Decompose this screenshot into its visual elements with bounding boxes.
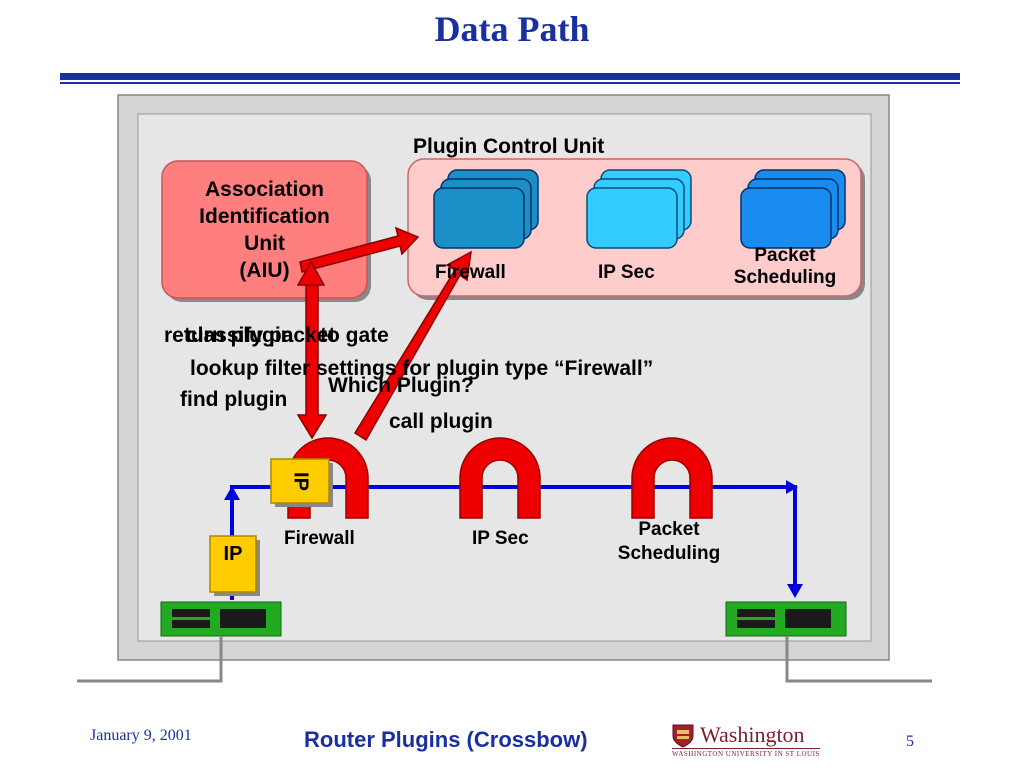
path-right-arrowhead bbox=[786, 480, 798, 494]
plugin-stack-ipsec[interactable] bbox=[586, 169, 692, 249]
packet-ip-label: IP bbox=[223, 543, 243, 565]
aiu-label-line: Identification bbox=[199, 205, 330, 228]
annotation-classify-packet: classify packet bbox=[186, 324, 336, 347]
gate-label-ipsec: IP Sec bbox=[472, 528, 529, 549]
annotation-lookup-filter: lookup filter settings for plugin type “… bbox=[190, 357, 654, 380]
network-interface-in bbox=[160, 601, 282, 637]
external-link-in bbox=[77, 636, 223, 683]
plugin-stack-packet-scheduling[interactable] bbox=[740, 169, 846, 249]
gate-label-firewall: Firewall bbox=[284, 528, 355, 549]
gate-ipsec[interactable] bbox=[459, 437, 541, 519]
packet-ip[interactable] bbox=[209, 535, 257, 593]
arrow-gate-to-plugin bbox=[353, 250, 472, 442]
annotation-to-gate: to gate bbox=[320, 324, 389, 347]
gate-packet-scheduling[interactable] bbox=[631, 437, 713, 519]
plugin-label-ipsec: IP Sec bbox=[598, 262, 655, 283]
arrow-aiu-to-pcu bbox=[299, 226, 420, 273]
slide-title: Data Path bbox=[434, 9, 590, 49]
annotation-return-plugin: return plugin bbox=[164, 324, 294, 347]
annotation-call-plugin: call plugin bbox=[389, 410, 493, 433]
gate-label-packet-scheduling: Packet Scheduling bbox=[617, 519, 721, 564]
title-rule-thin bbox=[60, 82, 960, 84]
arrow-gate-aiu-bidirectional bbox=[296, 260, 328, 440]
page-number: 5 bbox=[906, 733, 914, 750]
plugin-stack-firewall[interactable] bbox=[433, 169, 539, 249]
annotation-which-plugin: Which Plugin? bbox=[328, 374, 474, 397]
plugin-label-packet-scheduling: Packet Scheduling bbox=[733, 245, 837, 288]
packet-on-gate[interactable] bbox=[270, 458, 330, 504]
path-up-arrowhead bbox=[224, 486, 240, 500]
footer-title: Router Plugins (Crossbow) bbox=[304, 727, 588, 752]
university-logo-subtext: WASHINGTON UNIVERSITY IN ST LOUIS bbox=[672, 748, 820, 758]
plugin-label-firewall: Firewall bbox=[435, 262, 506, 283]
university-shield-icon bbox=[672, 724, 694, 748]
annotation-find-plugin: find plugin bbox=[180, 388, 288, 411]
pcu-label: Plugin Control Unit bbox=[413, 135, 605, 158]
aiu-label-line: Unit bbox=[244, 232, 285, 255]
external-link-out bbox=[785, 636, 932, 683]
path-down-arrowhead bbox=[787, 584, 803, 598]
university-logo-text: Washington bbox=[700, 722, 805, 747]
title-rule bbox=[60, 73, 960, 80]
network-interface-out bbox=[725, 601, 847, 637]
footer-date: January 9, 2001 bbox=[90, 727, 192, 744]
aiu-label-line: Association bbox=[204, 178, 325, 201]
aiu-label-line: (AIU) bbox=[239, 259, 290, 282]
packet-on-gate-label: IP bbox=[289, 472, 312, 491]
aiu-label: Association Identification Unit (AIU) bbox=[162, 176, 367, 284]
